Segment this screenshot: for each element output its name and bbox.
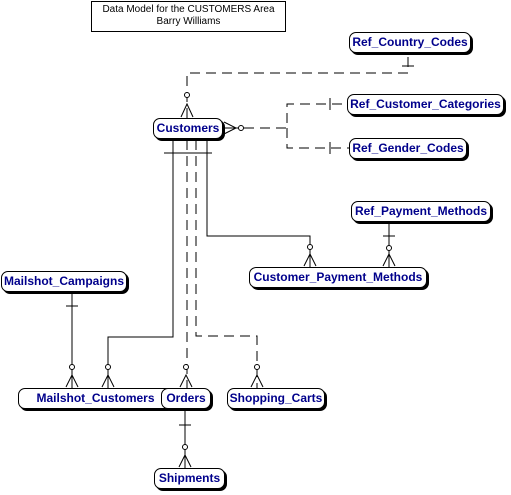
rel-customers-carts bbox=[195, 140, 258, 388]
rel-customers-category bbox=[244, 103, 347, 129]
optional-marker bbox=[238, 125, 244, 131]
entity-customers[interactable]: Customers bbox=[153, 118, 223, 139]
entity-customer-payment-methods[interactable]: Customer_Payment_Methods bbox=[249, 267, 427, 288]
crowsfoot-marker bbox=[178, 453, 192, 468]
diagram-author: Barry Williams bbox=[156, 16, 221, 27]
entity-ref-customer-categories[interactable]: Ref_Customer_Categories bbox=[347, 94, 504, 115]
optional-marker bbox=[69, 364, 75, 370]
entity-ref-gender-codes[interactable]: Ref_Gender_Codes bbox=[349, 138, 467, 159]
crowsfoot-marker bbox=[101, 373, 115, 388]
optional-marker bbox=[307, 244, 313, 250]
rel-customers-mailcust bbox=[107, 140, 174, 388]
entity-ref-payment-methods[interactable]: Ref_Payment_Methods bbox=[351, 201, 491, 222]
crowsfoot-marker bbox=[180, 102, 194, 118]
crowsfoot-marker bbox=[303, 252, 317, 267]
optional-marker bbox=[386, 245, 392, 251]
optional-marker bbox=[184, 92, 190, 98]
entity-orders[interactable]: Orders bbox=[161, 388, 211, 409]
optional-marker bbox=[105, 364, 111, 370]
entity-ref-country-codes[interactable]: Ref_Country_Codes bbox=[349, 32, 471, 53]
entity-shipments[interactable]: Shipments bbox=[154, 468, 225, 489]
diagram-caption-box: Data Model for the CUSTOMERS Area Barry … bbox=[91, 1, 286, 32]
crowsfoot-marker bbox=[179, 373, 193, 388]
rel-customers-gender bbox=[286, 128, 349, 149]
crowsfoot-marker bbox=[65, 373, 79, 388]
crowsfoot-marker bbox=[250, 373, 264, 388]
diagram-title: Data Model for the CUSTOMERS Area bbox=[102, 4, 275, 15]
entity-mailshot-customers[interactable]: Mailshot_Customers bbox=[18, 388, 173, 409]
crowsfoot-marker bbox=[223, 121, 240, 135]
entity-mailshot-campaigns[interactable]: Mailshot_Campaigns bbox=[1, 271, 127, 292]
optional-marker bbox=[254, 364, 260, 370]
optional-marker bbox=[182, 444, 188, 450]
crowsfoot-marker bbox=[382, 252, 396, 267]
optional-marker bbox=[183, 364, 189, 370]
entity-shopping-carts[interactable]: Shopping_Carts bbox=[227, 388, 325, 409]
rel-customers-cpm bbox=[206, 140, 311, 267]
